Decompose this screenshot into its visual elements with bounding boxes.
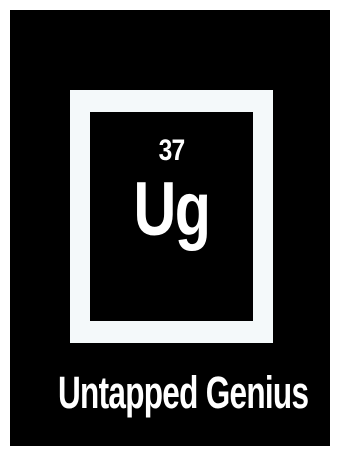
logo-card: 37 Ug Untapped Genius <box>10 10 330 446</box>
element-tile: 37 Ug <box>90 112 253 321</box>
brand-name: Untapped Genius <box>58 367 309 418</box>
atomic-number: 37 <box>158 134 186 167</box>
element-symbol: Ug <box>133 167 211 252</box>
element-frame: 37 Ug <box>70 90 273 343</box>
